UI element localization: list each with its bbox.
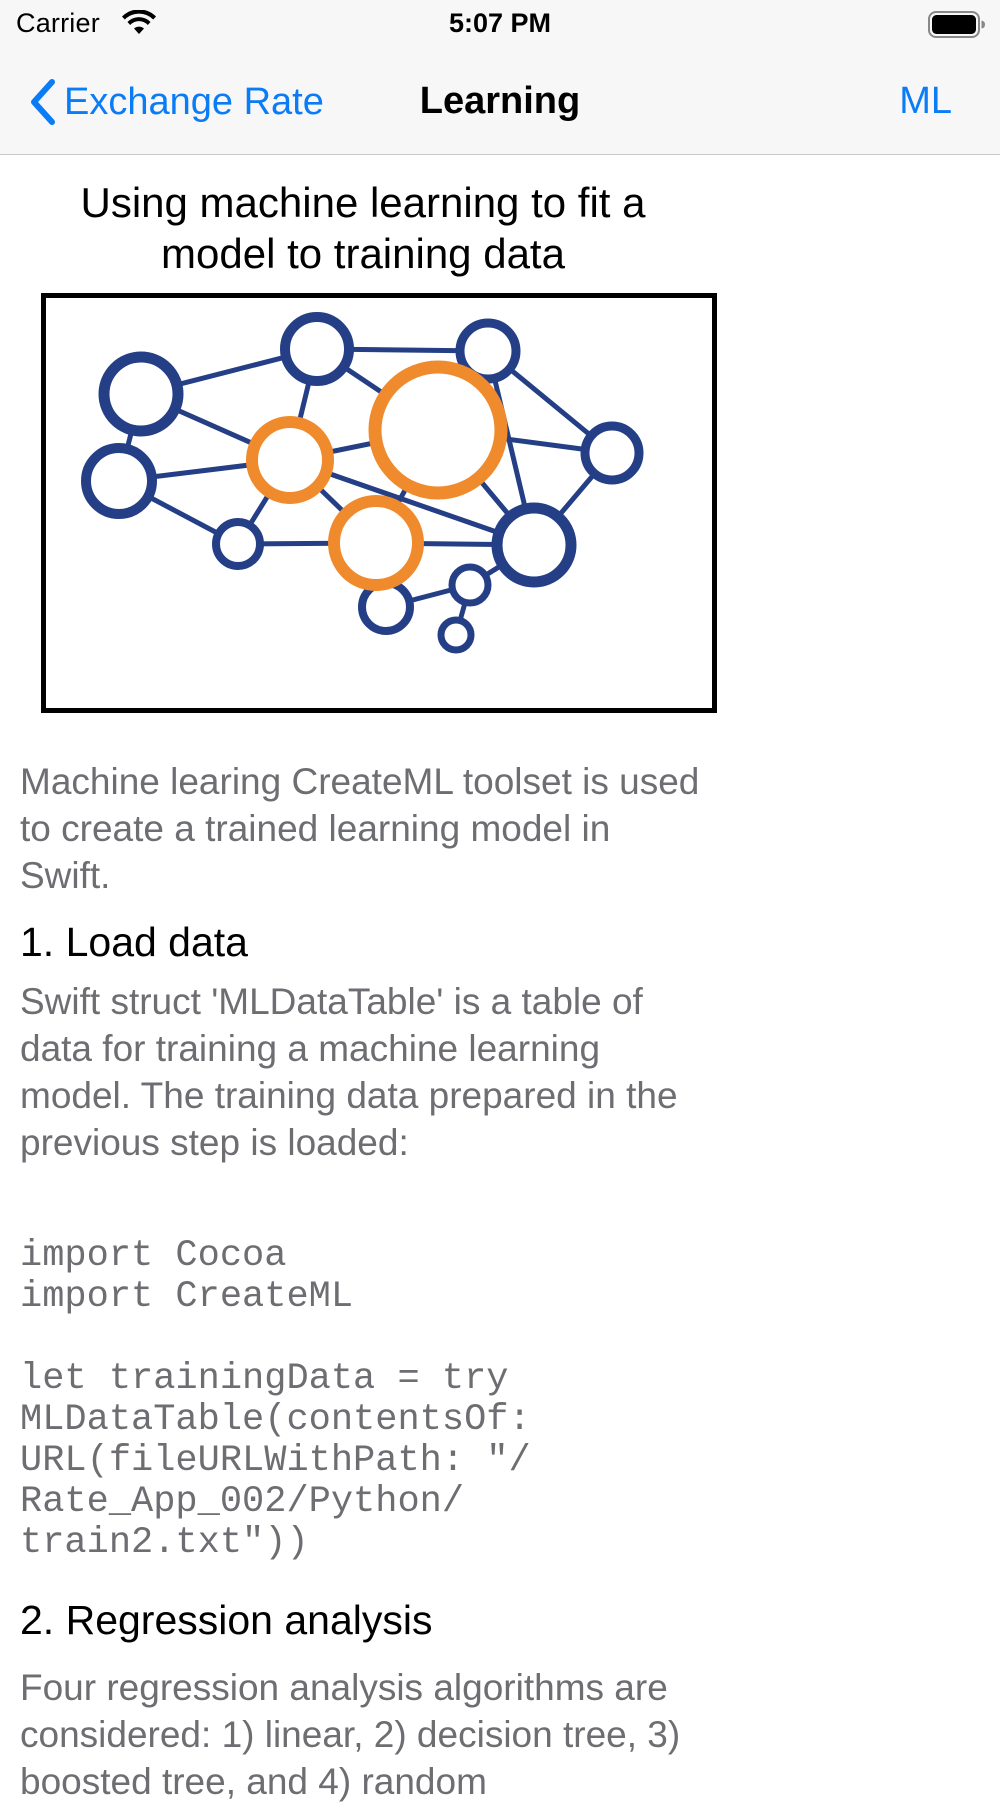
network-illustration	[81, 312, 644, 654]
page-title: Learning	[419, 80, 581, 122]
intro-paragraph: Machine learing CreateML toolset is used…	[20, 761, 700, 896]
back-button[interactable]: Exchange Rate	[26, 72, 324, 132]
status-time: 5:07 PM	[448, 8, 552, 38]
regression-paragraph: Four regression analysis algorithms are …	[20, 1667, 681, 1802]
chevron-left-icon	[31, 79, 55, 125]
article-title: Using machine learning to fit a model to…	[80, 179, 646, 277]
code-block-training-data: let trainingData = try MLDataTable(conte…	[20, 1358, 531, 1564]
code-block-imports: import Cocoa import CreateML	[20, 1235, 354, 1318]
back-button-label: Exchange Rate	[64, 80, 324, 123]
section-heading-load-data: 1. Load data	[20, 919, 248, 965]
load-data-paragraph: Swift struct 'MLDataTable' is a table of…	[20, 981, 678, 1163]
wifi-icon	[122, 10, 156, 34]
ml-button[interactable]: ML	[899, 80, 952, 122]
section-heading-regression: 2. Regression analysis	[20, 1597, 433, 1643]
neural-network-image	[41, 293, 717, 713]
carrier-label: Carrier	[16, 8, 100, 38]
status-bar: Carrier 5:07 PM	[0, 0, 1000, 52]
battery-icon	[928, 11, 985, 38]
navigation-bar: Exchange Rate Learning ML	[0, 52, 1000, 155]
